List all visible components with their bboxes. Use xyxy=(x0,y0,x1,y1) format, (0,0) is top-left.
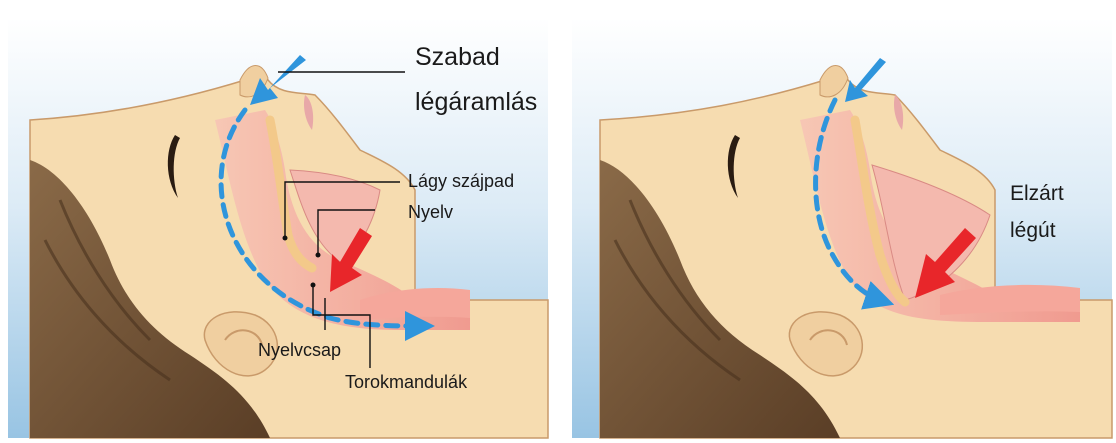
label-soft-palate: Lágy szájpad xyxy=(408,171,514,191)
label-free-airflow-line2: légáramlás xyxy=(415,88,537,116)
panel-blocked-airway: Elzárt légút xyxy=(572,18,1112,438)
label-blocked-airway-line2: légút xyxy=(1010,219,1056,242)
label-blocked-airway-line1: Elzárt xyxy=(1010,182,1064,205)
label-uvula: Nyelvcsap xyxy=(258,340,341,360)
label-tonsils: Torokmandulák xyxy=(345,372,468,392)
panel-free-airflow: Szabad légáramlás Lágy szájpad Nyelv Nye… xyxy=(8,18,548,438)
label-tongue: Nyelv xyxy=(408,202,453,222)
label-free-airflow-line1: Szabad xyxy=(415,43,500,71)
